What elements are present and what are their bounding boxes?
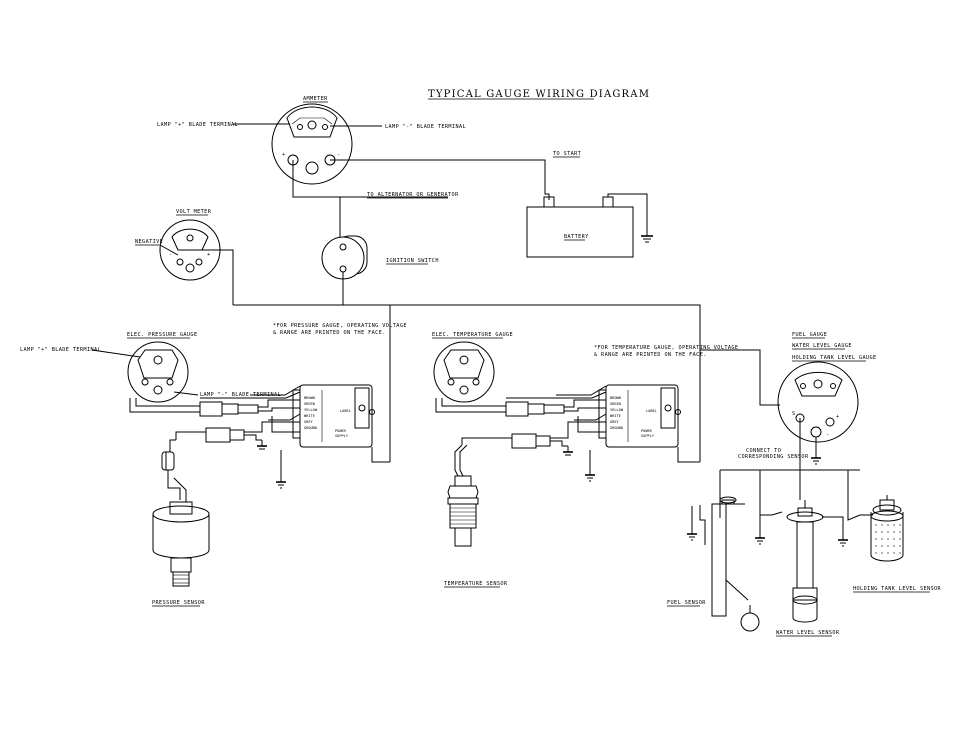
svg-text:POWER: POWER bbox=[335, 429, 347, 433]
fuel-gauge-label: FUEL GAUGE bbox=[792, 332, 827, 338]
ammeter: AMMETER + - bbox=[271, 96, 353, 185]
to-alternator-label: TO ALTERNATOR OR GENERATOR bbox=[367, 192, 459, 198]
connect-note-line1: CONNECT TO bbox=[746, 448, 781, 454]
svg-text:YELLOW: YELLOW bbox=[304, 408, 318, 412]
holding-tank-sensor bbox=[860, 495, 904, 562]
pressure-sensor-label: PRESSURE SENSOR bbox=[152, 600, 205, 606]
battery-body bbox=[526, 206, 634, 258]
ignition-switch bbox=[321, 197, 368, 305]
svg-text:SUPPLY: SUPPLY bbox=[335, 434, 349, 438]
temperature-sensor-label: TEMPERATURE SENSOR bbox=[444, 581, 508, 587]
svg-text:-: - bbox=[169, 252, 173, 258]
svg-text:LABEL: LABEL bbox=[340, 409, 351, 413]
svg-text:+: + bbox=[207, 252, 211, 258]
water-level-sensor bbox=[760, 500, 848, 623]
level-gauge-body bbox=[777, 361, 859, 443]
ammeter-body bbox=[271, 103, 353, 185]
temperature-sensor bbox=[447, 475, 479, 547]
pressure-sensor bbox=[152, 501, 210, 587]
svg-text:GREEN: GREEN bbox=[304, 402, 315, 406]
to-start-label: TO START bbox=[553, 151, 581, 157]
svg-text:WHITE: WHITE bbox=[304, 414, 315, 418]
fuel-sensor bbox=[687, 496, 760, 632]
battery: BATTERY bbox=[526, 196, 634, 258]
svg-text:GROUND: GROUND bbox=[304, 426, 317, 430]
svg-text:YELLOW: YELLOW bbox=[610, 408, 624, 412]
pressure-harness bbox=[129, 385, 301, 502]
pressure-gauge-label: ELEC. PRESSURE GAUGE bbox=[127, 332, 197, 338]
water-level-sensor-label: WATER LEVEL SENSOR bbox=[776, 630, 840, 636]
svg-text:BROWN: BROWN bbox=[610, 396, 621, 400]
holding-tank-sensor-label: HOLDING TANK LEVEL SENSOR bbox=[853, 586, 942, 592]
temp-note-line2: & RANGE ARE PRINTED ON THE FACE. bbox=[594, 352, 707, 358]
pressure-gauge-body bbox=[127, 341, 189, 403]
volt-meter: VOLT METER - + bbox=[159, 209, 221, 281]
battery-ground-icon bbox=[641, 235, 653, 243]
svg-text:S: S bbox=[792, 411, 796, 417]
pressure-gauge: ELEC. PRESSURE GAUGE bbox=[127, 332, 197, 403]
volt-meter-label: VOLT METER bbox=[176, 209, 212, 215]
battery-terminal-positive bbox=[543, 196, 555, 208]
battery-terminal-negative bbox=[602, 196, 614, 208]
negative-label: NEGATIVE bbox=[135, 239, 163, 245]
temperature-sender-module: BROWN GREEN YELLOW WHITE GREY GROUND LAB… bbox=[598, 384, 681, 448]
svg-text:GREY: GREY bbox=[610, 420, 619, 424]
svg-text:POWER: POWER bbox=[641, 429, 653, 433]
ammeter-lamp-plus-label: LAMP "+" BLADE TERMINAL bbox=[157, 122, 238, 128]
svg-text:BROWN: BROWN bbox=[304, 396, 315, 400]
ammeter-lamp-minus-label: LAMP "-" BLADE TERMINAL bbox=[385, 124, 466, 130]
svg-text:-: - bbox=[337, 152, 341, 158]
pressure-sender-module: BROWN GREEN YELLOW WHITE GREY GROUND LAB… bbox=[292, 384, 375, 448]
pressure-note-line2: & RANGE ARE PRINTED ON THE FACE. bbox=[273, 330, 386, 336]
holding-tank-gauge-label: HOLDING TANK LEVEL GAUGE bbox=[792, 355, 877, 361]
temperature-gauge-label: ELEC. TEMPERATURE GAUGE bbox=[432, 332, 513, 338]
temperature-gauge-body bbox=[433, 341, 495, 403]
temperature-harness bbox=[435, 385, 607, 482]
temp-note-line1: *FOR TEMPERATURE GAUGE, OPERATING VOLTAG… bbox=[594, 345, 738, 351]
svg-text:GREY: GREY bbox=[304, 420, 313, 424]
svg-text:GROUND: GROUND bbox=[610, 426, 623, 430]
svg-text:SUPPLY: SUPPLY bbox=[641, 434, 655, 438]
svg-text:+: + bbox=[282, 152, 286, 158]
pressure-lamp-minus-label: LAMP "-" BLADE TERMINAL bbox=[200, 392, 281, 398]
temperature-gauge: ELEC. TEMPERATURE GAUGE bbox=[432, 332, 513, 403]
battery-label: BATTERY bbox=[564, 234, 589, 240]
pressure-lamp-plus-label: LAMP "+" BLADE TERMINAL bbox=[20, 347, 101, 353]
svg-text:LABEL: LABEL bbox=[646, 409, 657, 413]
connect-note-line2: CORRESPONDING SENSOR bbox=[738, 454, 809, 460]
svg-text:WHITE: WHITE bbox=[610, 414, 621, 418]
pressure-note-line1: *FOR PRESSURE GAUGE, OPERATING VOLTAGE bbox=[273, 323, 407, 329]
diagram-title: TYPICAL GAUGE WIRING DIAGRAM bbox=[428, 89, 650, 100]
svg-text:-: - bbox=[826, 432, 830, 438]
level-gauge: S + - bbox=[777, 361, 859, 443]
ammeter-label: AMMETER bbox=[303, 96, 328, 102]
ignition-switch-label: IGNITION SWITCH bbox=[386, 258, 439, 264]
water-level-gauge-label: WATER LEVEL GAUGE bbox=[792, 343, 852, 349]
fuel-sensor-label: FUEL SENSOR bbox=[667, 600, 706, 606]
svg-text:+: + bbox=[836, 414, 840, 420]
svg-text:GREEN: GREEN bbox=[610, 402, 621, 406]
